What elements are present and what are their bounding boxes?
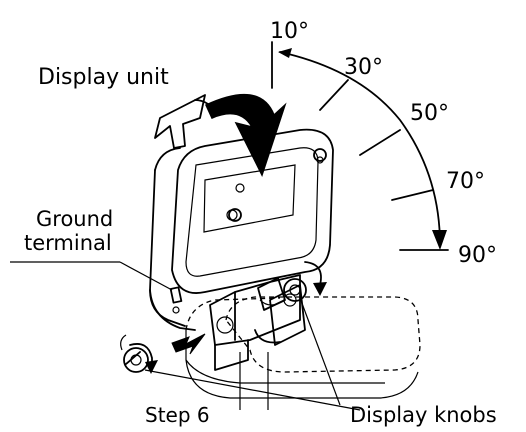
display-knob-left [123,347,149,373]
label-step: Step 6 [145,403,210,427]
angle-70: 70° [446,169,485,194]
angle-10: 10° [270,19,309,44]
rotate-arrow-outline [154,94,206,149]
stand-bracket [209,274,306,371]
knob-rotate-arrow-left [120,334,158,374]
label-ground-terminal-1: Ground [36,207,113,231]
display-knob-right [283,278,307,302]
ground-terminal [169,286,183,314]
label-ground-terminal-2: terminal [24,231,112,255]
angle-30: 30° [344,55,383,80]
display-unit-body [149,128,334,331]
label-display-unit: Display unit [38,65,169,90]
label-display-knobs: Display knobs [350,403,497,427]
leader-lines [10,261,361,411]
angle-scale [271,41,449,251]
pull-arrow [171,333,206,355]
angle-50: 50° [410,101,449,126]
angle-90: 90° [458,243,497,268]
knob-rotate-arrow-right [304,261,327,296]
